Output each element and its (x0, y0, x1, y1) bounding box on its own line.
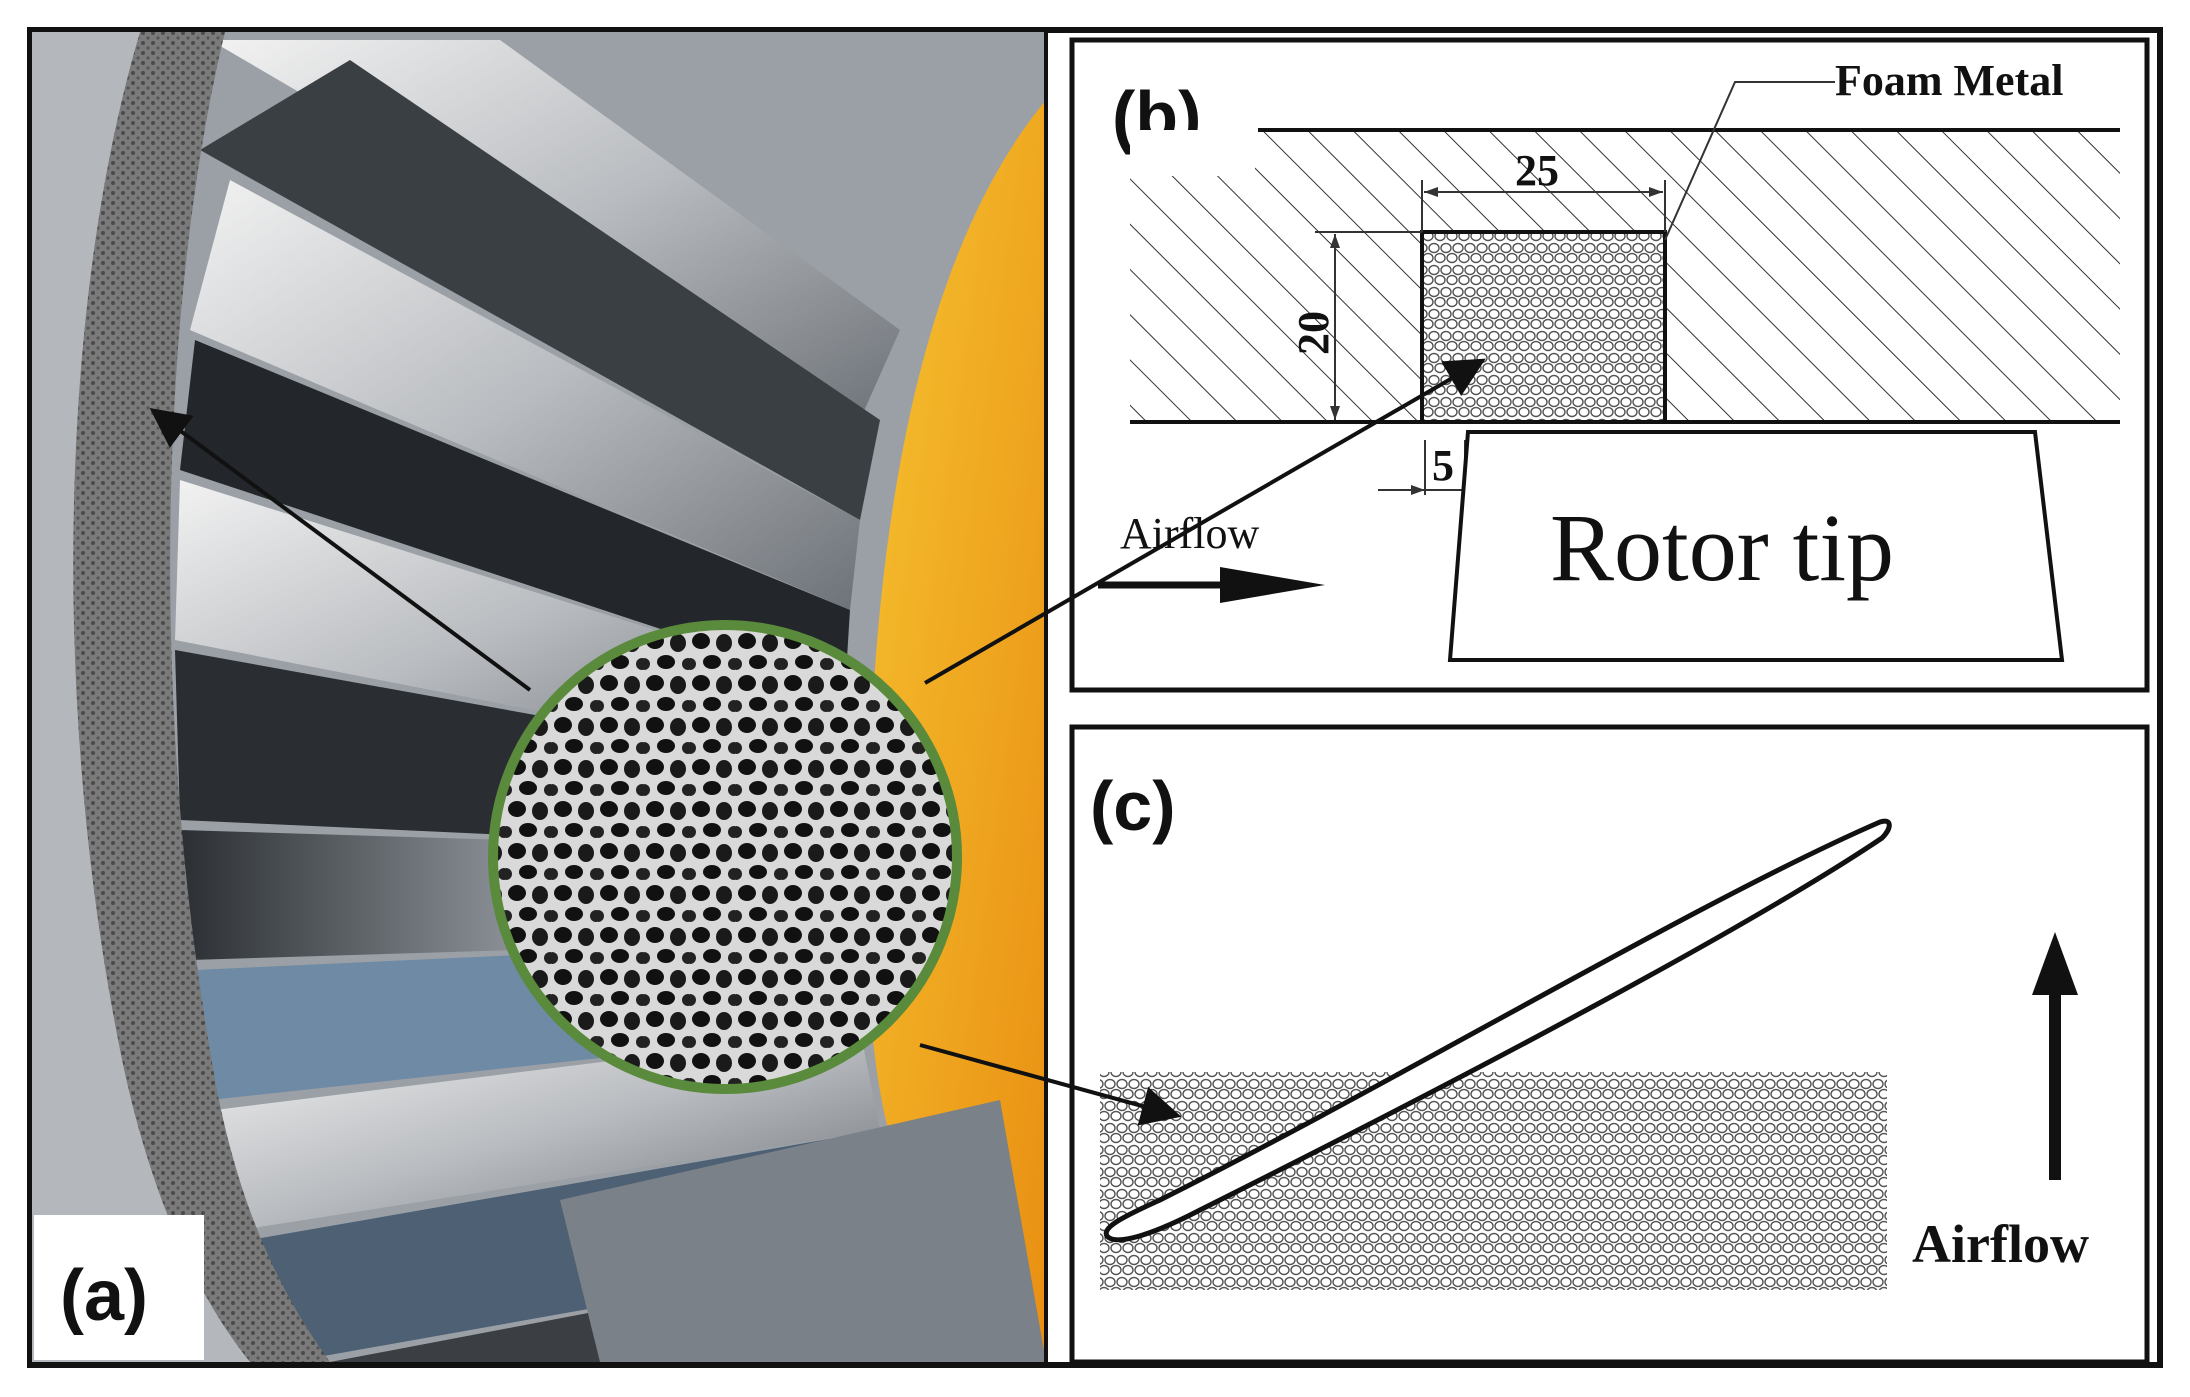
foam-ring (73, 32, 330, 1362)
outer-casing (32, 32, 250, 1362)
outer-frame (27, 27, 2163, 1368)
panel-b: (b) 25 20 Foam Metal (1098, 56, 2120, 662)
panel-c-label: (c) (1090, 767, 1176, 845)
panel-a-label-box (34, 1215, 204, 1360)
panel-a-label: (a) (60, 1256, 148, 1336)
dim-width-label: 25 (1515, 146, 1559, 195)
lens-ring (488, 620, 962, 1094)
dim-gap-label: 5 (1432, 441, 1454, 490)
blade-airfoil (1103, 818, 1892, 1243)
foam-metal-label: Foam Metal (1835, 56, 2063, 105)
airflow-label-b: Airflow (1120, 509, 1260, 558)
arrow-lens-to-ring (149, 408, 532, 692)
lens-fill (493, 625, 957, 1089)
panel-a: (a) (32, 32, 1046, 1362)
rotor-tip-label: Rotor tip (1550, 494, 1894, 601)
rotor-tip (1447, 430, 2065, 662)
hub-orange (867, 100, 1046, 1362)
arrow-lens-to-foam-strip (919, 1043, 1182, 1126)
dim-height-label: 20 (1289, 311, 1338, 355)
foam-leader (1664, 81, 1835, 241)
arrow-lens-to-foam-block (923, 358, 1486, 685)
foam-block (1420, 230, 1667, 424)
panel-c: (c) Airflow (1090, 767, 2089, 1290)
airflow-label-c: Airflow (1912, 1214, 2089, 1274)
